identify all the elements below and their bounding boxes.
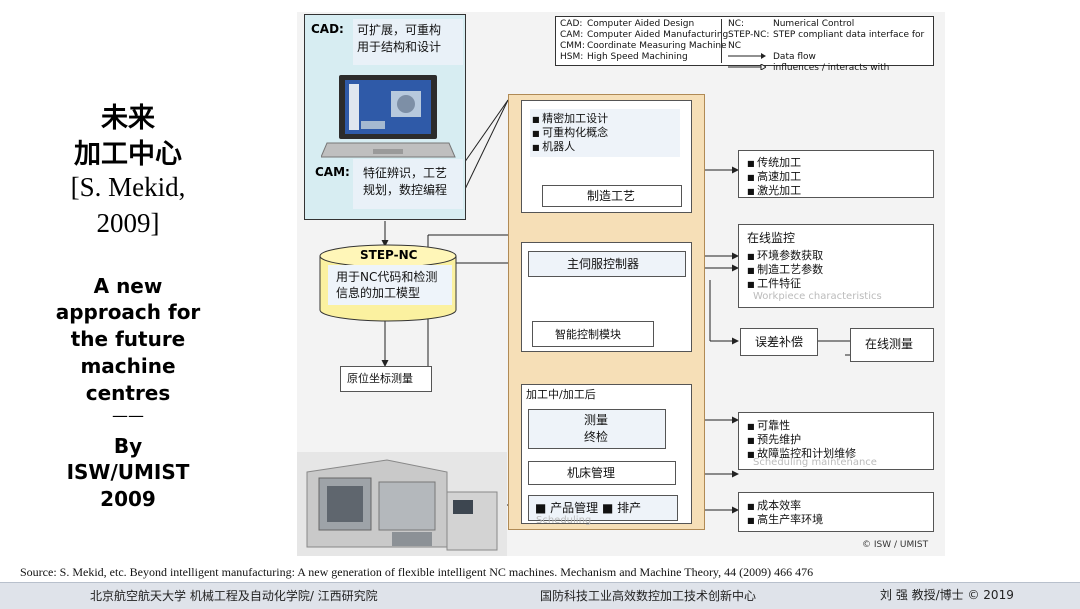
subtitle-line-3: the future [70,327,186,351]
insitu-measure-label: 原位坐标测量 [347,372,413,385]
design-item: 精密加工设计 [532,112,608,126]
online-measure-label: 在线测量 [865,337,914,351]
cost-box: 成本效率 高生产率环境 [738,492,934,532]
cad-cam-panel: CAD: 可扩展，可重构 用于结构和设计 CAM: 特征辨识，工艺 规划，数控编… [304,14,466,220]
online-monitor-item: 工件特征 [747,277,823,291]
source-citation: Source: S. Mekid, etc. Beyond intelligen… [20,565,814,579]
machine-mgmt-label: 机床管理 [567,466,616,480]
legend-divider [721,19,722,63]
design-box: 精密加工设计 可重构化概念 机器人 制造工艺 [521,100,692,213]
reliability-item: 故障监控和计划维修 [747,447,856,461]
smart-control-box: 智能控制模块 [532,321,654,347]
reliability-box: 可靠性 预先维护 故障监控和计划维修 Scheduling maintenanc… [738,412,934,470]
process-box: 制造工艺 [542,185,682,207]
cad-text-2: 用于结构和设计 [357,40,442,54]
machine-mgmt-box: 机床管理 [528,461,676,485]
subtitle-line-4: machine [80,354,176,378]
data-flow-arrow-icon [728,53,766,59]
step-nc-text-bg [328,265,452,305]
cad-text-1: 可扩展，可重构 [357,23,442,37]
process-label: 制造工艺 [587,189,636,203]
by-line-2: ISW/UMIST [66,460,190,484]
servo-controller-label: 主伺服控制器 [567,257,640,271]
by-line-1: By [113,434,143,458]
online-monitor-title: 在线监控 [747,231,796,245]
subtitle-line-5: centres [85,381,171,405]
subtitle-line-2: approach for [55,300,201,324]
machining-types-box: 传统加工 高速加工 激光加工 [738,150,934,198]
servo-group: 主伺服控制器 智能控制模块 [521,242,692,352]
step-nc-text-1: 用于NC代码和检测 [336,270,438,284]
post-machining-header: 加工中/加工后 [526,388,596,401]
cam-text-1: 特征辨识，工艺 [363,166,448,180]
product-mgmt-box: ■ 产品管理 ■ 排产 [528,495,678,521]
design-item: 可重构化概念 [532,126,608,140]
product-mgmt-label: ■ 产品管理 ■ 排产 [535,501,642,515]
error-compensation-box: 误差补偿 [740,328,818,356]
footer-left: 北京航空航天大学 机械工程及自动化学院/ 江西研究院 [90,589,378,603]
footer-center: 国防科技工业高效数控加工技术创新中心 [540,589,757,603]
legend-row: STEP-NC:STEP compliant data interface fo… [728,30,925,51]
cam-text-bg [353,159,463,209]
legend-row: Data flow [728,52,933,63]
subtitle-line-1: A new [93,274,163,298]
legend-row: HSM:High Speed Machining [560,52,688,62]
scheduling-ghost-text: Scheduling [536,515,592,526]
online-monitor-item: 环境参数获取 [747,249,823,263]
error-compensation-label: 误差补偿 [755,335,804,349]
online-monitor-box: 在线监控 环境参数获取 制造工艺参数 工件特征 Workpiece charac… [738,224,934,308]
by-line-3: 2009 [100,487,156,511]
cad-text-bg [353,19,463,65]
servo-controller-box: 主伺服控制器 [528,251,686,277]
legend-box: CAD:Computer Aided Design CAM:Computer A… [555,16,934,73]
legend-row: NC:Numerical Control [728,19,855,29]
machining-type: 激光加工 [747,184,801,198]
measure-box: 测量 终检 [528,409,666,449]
step-nc-label: STEP-NC [360,248,418,262]
laptop-illustration [321,75,456,158]
cost-item: 成本效率 [747,499,823,513]
legend-row: CMM:Coordinate Measuring Machine [560,41,727,51]
workpiece-ghost-text: Workpiece characteristics [753,291,882,302]
machine-center-photo [297,452,507,556]
reliability-item: 预先维护 [747,433,856,447]
citation-line-1: [S. Mekid, [70,172,186,202]
title-line-2: 加工中心 [74,139,182,170]
reliability-item: 可靠性 [747,419,856,433]
insitu-measure-box: 原位坐标测量 [340,366,432,392]
subtitle-dash: —— [112,406,144,425]
cost-item: 高生产率环境 [747,513,823,527]
smart-control-label: 智能控制模块 [555,328,621,341]
legend-row: influences / interacts with [728,63,933,74]
online-measure-box: 在线测量 [850,328,934,362]
citation-line-2: 2009] [96,208,160,238]
measure-label-2: 终检 [584,430,609,444]
interacts-arrow-icon [728,63,767,71]
footer-right: 刘 强 教授/博士 © 2019 [880,588,1014,602]
cad-label: CAD: [311,22,344,36]
machining-type: 传统加工 [747,156,801,170]
online-monitor-item: 制造工艺参数 [747,263,823,277]
footer-bar [0,582,1080,609]
copyright-mark: © ISW / UMIST [862,540,929,550]
step-nc-text-2: 信息的加工模型 [336,286,421,300]
design-item: 机器人 [532,140,608,154]
scheduling-maint-ghost-text: Scheduling maintenance [753,457,877,468]
title-line-1: 未来 [101,103,155,134]
cam-label: CAM: [315,165,350,179]
post-machining-box: 加工中/加工后 测量 终检 机床管理 ■ 产品管理 ■ 排产 Schedulin… [521,384,692,526]
legend-row: CAD:Computer Aided Design [560,19,695,29]
measure-label-1: 测量 [584,413,609,427]
cam-text-2: 规划，数控编程 [363,183,448,197]
machining-type: 高速加工 [747,170,801,184]
legend-row: CAM:Computer Aided Manufacturing [560,30,729,40]
